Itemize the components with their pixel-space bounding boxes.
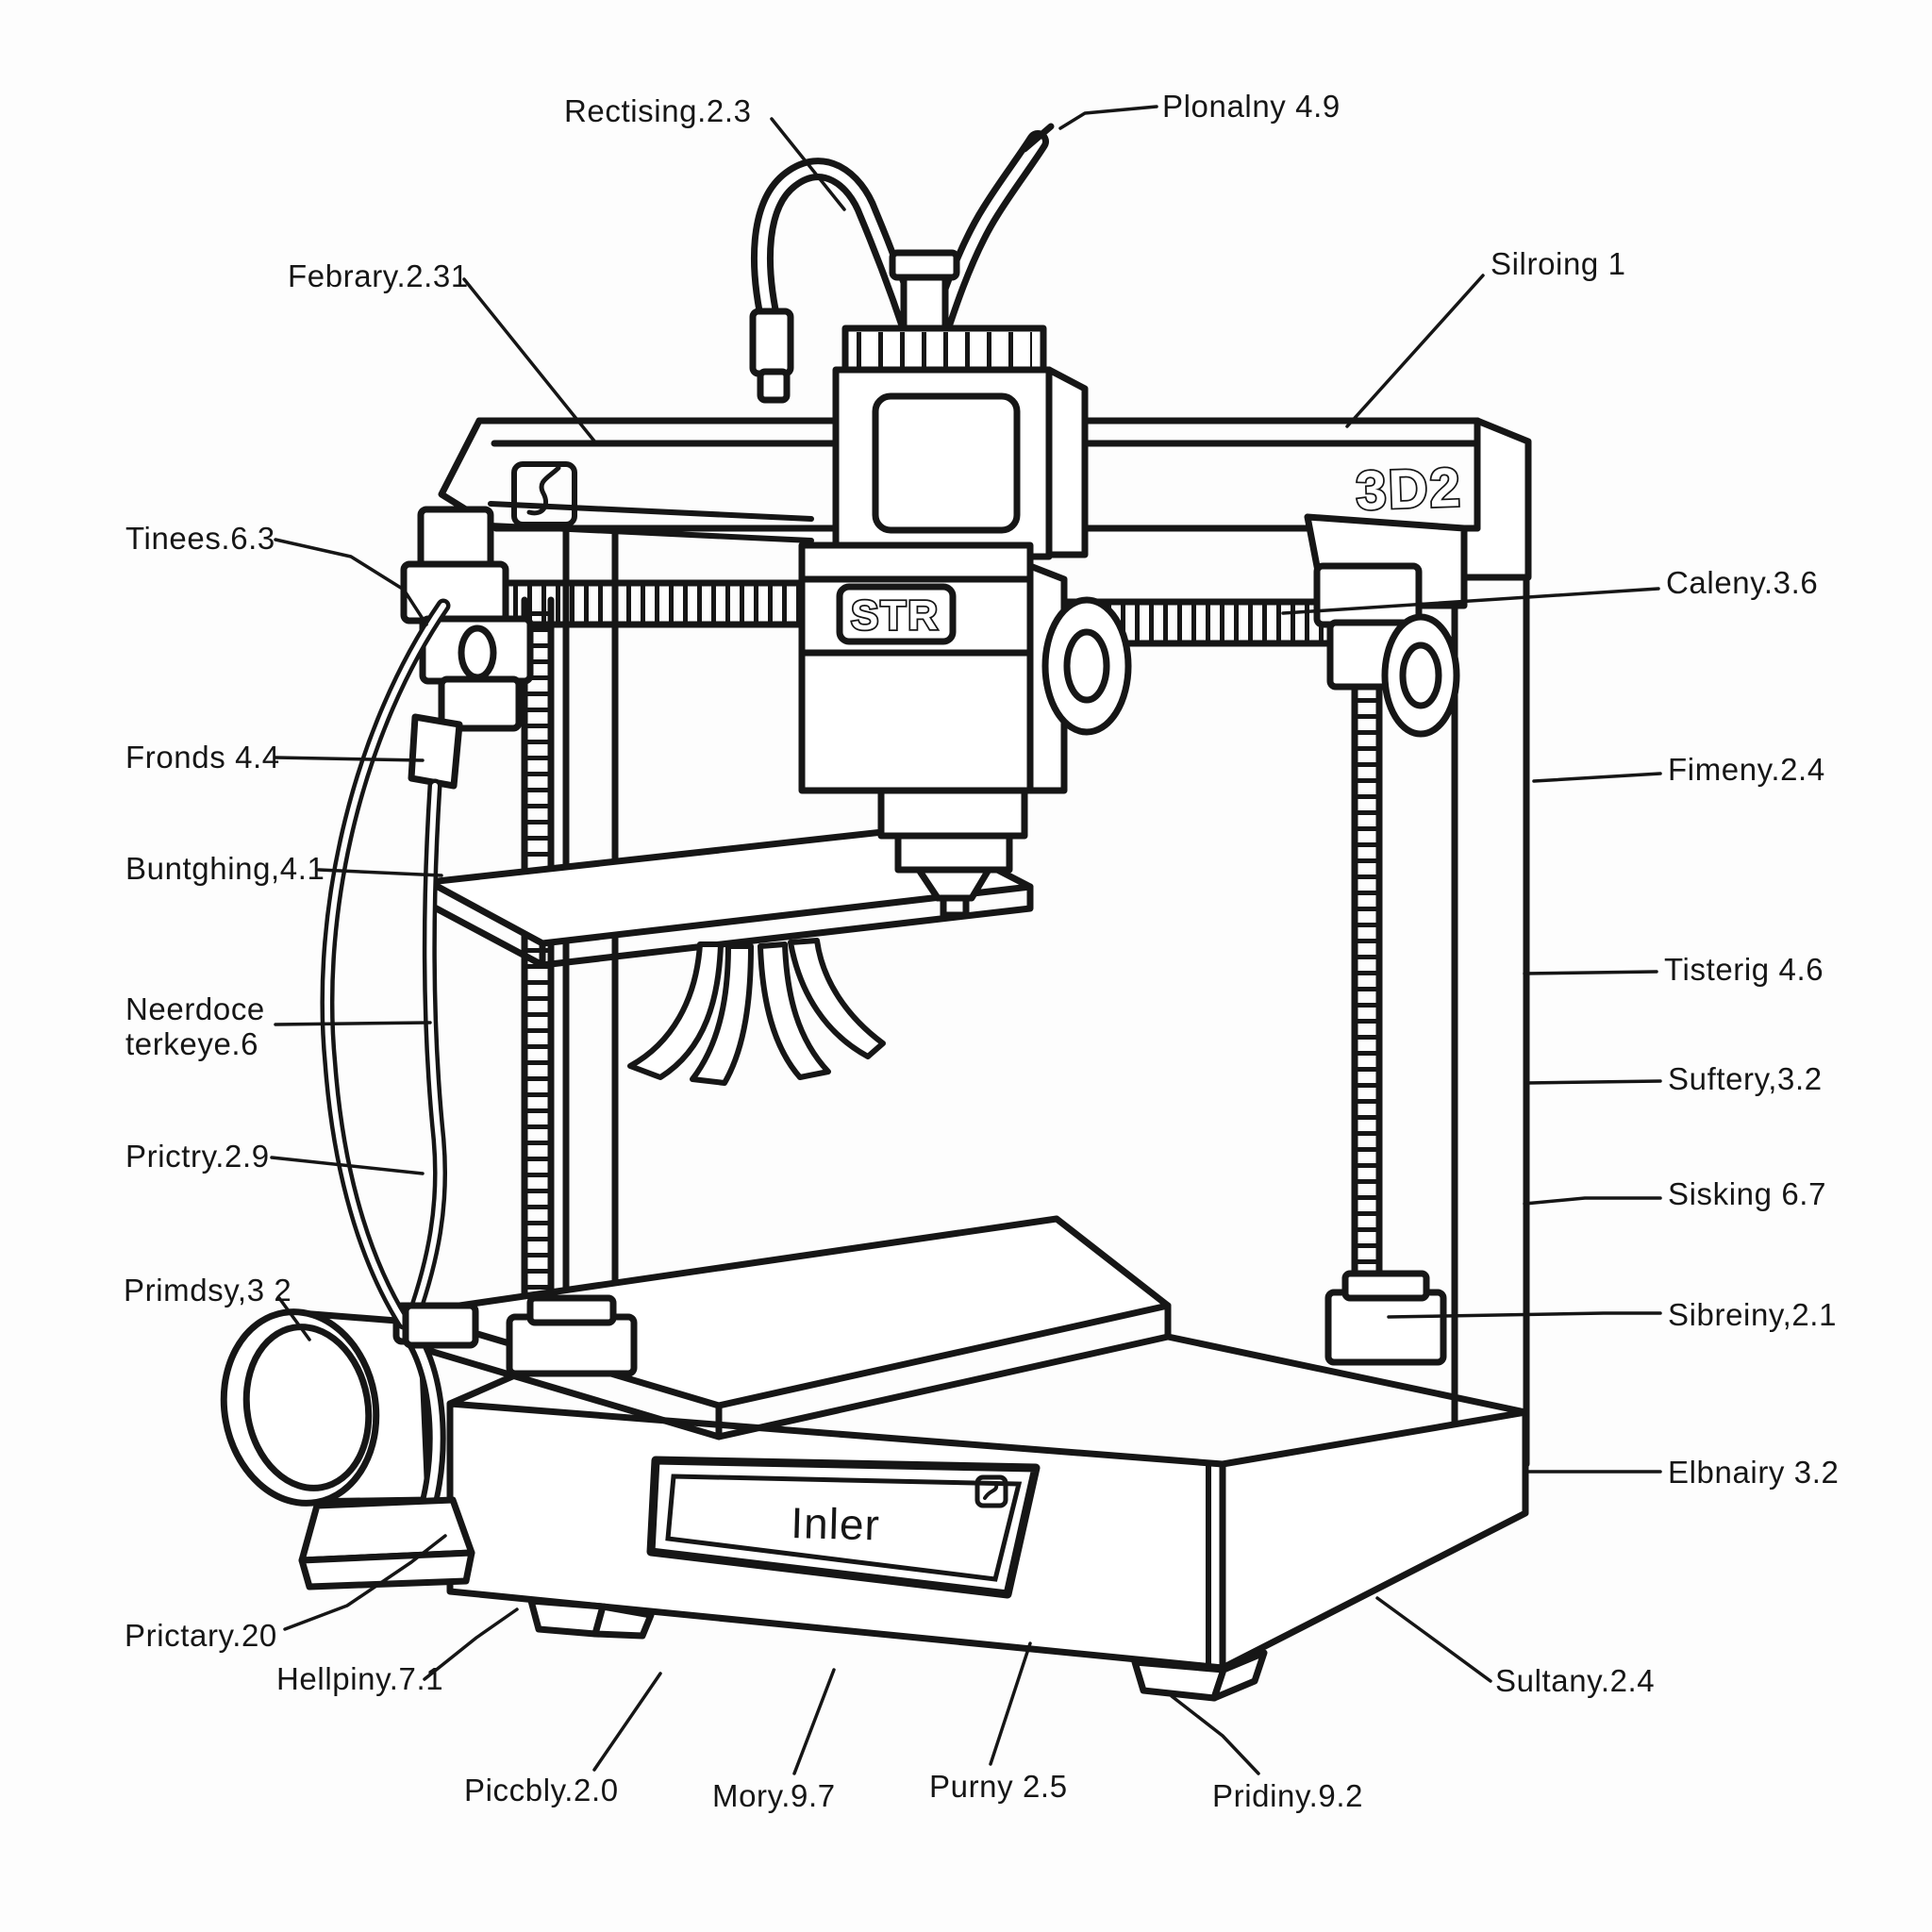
- tube-fitting: [749, 308, 794, 377]
- leader-line-plonalny: [1058, 105, 1158, 130]
- leader-line-neerdoce: [274, 1021, 432, 1026]
- leader-line-caleny: [1281, 587, 1660, 615]
- cable-connector: [408, 713, 463, 790]
- extruder-assembly: STR: [798, 249, 1132, 919]
- part-label-buntghing: Buntghing,4.1: [125, 851, 325, 886]
- part-label-suftery: Suftery,3.2: [1668, 1061, 1823, 1096]
- part-label-silroing: Silroing 1: [1491, 246, 1626, 281]
- idler-pulley-icon: [1381, 613, 1460, 738]
- left-bed-brackets: [402, 1294, 638, 1377]
- part-label-sultany: Sultany.2.4: [1495, 1663, 1656, 1698]
- part-label-primdsy: Primdsy,3 2: [124, 1273, 292, 1307]
- leader-line-rectising: [770, 117, 846, 211]
- leader-line-purny: [989, 1641, 1032, 1766]
- gantry-logo: 3D2: [1355, 457, 1463, 522]
- printer-base: Inler: [446, 1324, 1529, 1702]
- leader-line-silroing: [1345, 274, 1485, 428]
- part-label-purny: Purny 2.5: [929, 1769, 1068, 1804]
- leader-line-pridiny: [1170, 1694, 1260, 1775]
- leader-line-sultany: [1375, 1596, 1492, 1683]
- part-label-pridiny: Pridiny.9.2: [1212, 1778, 1364, 1813]
- leader-line-tisterig: [1523, 970, 1658, 975]
- control-panel[interactable]: [646, 1456, 1041, 1599]
- leader-line-primdsy: [277, 1296, 311, 1341]
- leader-lines: [270, 105, 1662, 1775]
- foot: [1131, 1658, 1227, 1702]
- cables: [320, 598, 463, 1330]
- nozzle-tip: [940, 894, 970, 919]
- leader-line-tinees: [274, 538, 428, 626]
- leader-line-mory: [792, 1668, 836, 1775]
- hotend-shroud: [877, 787, 1028, 840]
- part-label-helpiny: Hellpiny.7.1: [276, 1661, 444, 1696]
- part-label-rectising: Rectising.2.3: [564, 93, 752, 128]
- extruder-neck: [900, 270, 949, 338]
- part-label-fimeny: Fimeny.2.4: [1668, 752, 1825, 787]
- panel-button-icon[interactable]: [974, 1474, 1008, 1508]
- leader-line-prictary: [283, 1534, 447, 1631]
- part-label-febrary: Febrary.2.31: [288, 258, 469, 293]
- part-label-prictary: Prictary.20: [125, 1618, 277, 1653]
- part-label-tinees: Tinees.6.3: [125, 521, 275, 556]
- gantry-badge-icon: [511, 461, 577, 527]
- part-label-prictry: Prictry.2.9: [125, 1139, 270, 1174]
- leader-line-prictry: [270, 1156, 425, 1175]
- panel-display-text: Inler: [791, 1498, 881, 1549]
- part-label-piccbly: Piccbly.2.0: [464, 1773, 619, 1807]
- leader-line-piccbly: [592, 1672, 662, 1772]
- part-label-fronds: Fronds 4.4: [125, 740, 280, 774]
- leader-line-buntghing: [317, 868, 443, 877]
- leader-line-febrary: [462, 277, 598, 445]
- motor-bearing-icon: [1041, 596, 1132, 736]
- part-label-plonalny: Plonalny 4.9: [1162, 89, 1341, 124]
- leader-line-sibreiny: [1387, 1311, 1662, 1319]
- part-label-sisking: Sisking 6.7: [1668, 1176, 1827, 1211]
- printed-object: [425, 824, 1034, 1086]
- leader-line-helpiny: [423, 1607, 519, 1681]
- rail-hook-bracket: [417, 506, 494, 572]
- foot: [527, 1597, 607, 1638]
- leader-line-fronds: [274, 756, 425, 762]
- gantry-beam: 3D2: [438, 417, 1532, 581]
- leader-line-sisking: [1523, 1196, 1662, 1206]
- part-label-caleny: Caleny.3.6: [1666, 565, 1819, 600]
- part-label-neerdoce: Neerdoce terkeye.6: [125, 991, 265, 1061]
- leader-line-fimeny: [1532, 772, 1662, 783]
- extruder-badge: STR: [851, 592, 940, 639]
- part-label-mory: Mory.9.7: [712, 1778, 836, 1813]
- leader-line-suftery: [1524, 1079, 1662, 1085]
- extruder-name-plate: [836, 583, 957, 645]
- z-bottom-brackets: [1324, 1270, 1447, 1366]
- part-label-tisterig: Tisterig 4.6: [1664, 952, 1824, 987]
- part-label-elbnairy: Elbnairy 3.2: [1668, 1455, 1840, 1490]
- badge-squiggle-icon: [526, 465, 561, 516]
- part-label-sibreiny: Sibreiny,2.1: [1668, 1297, 1838, 1332]
